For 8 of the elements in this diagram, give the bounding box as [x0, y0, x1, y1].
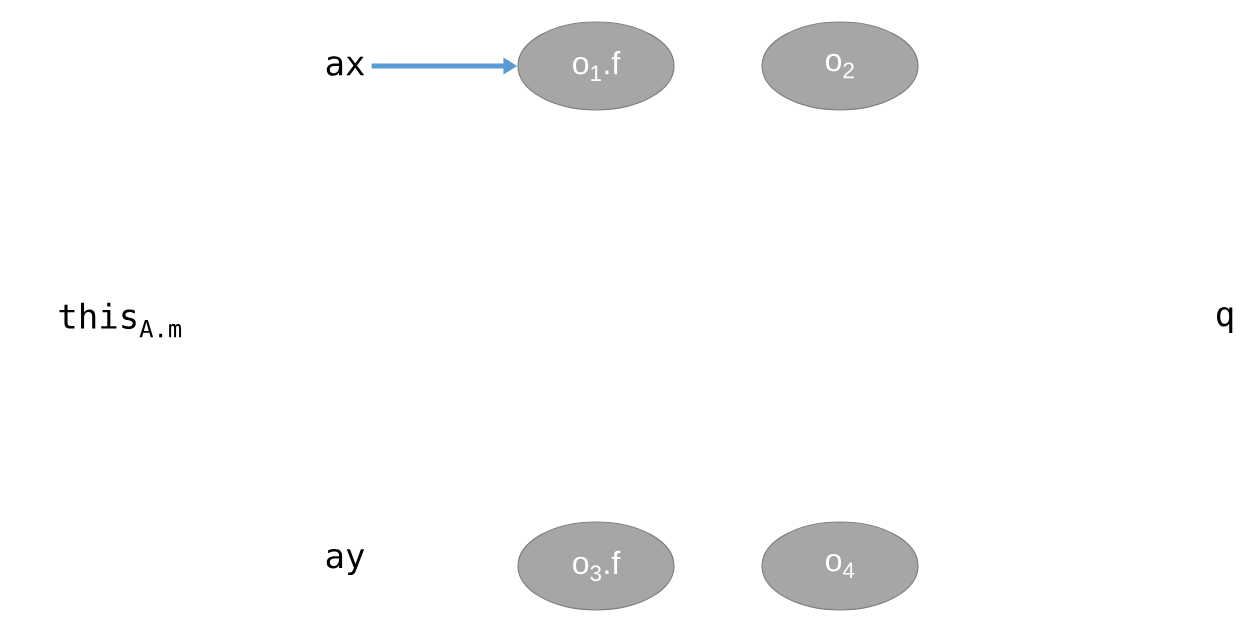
variable-label: q: [1217, 306, 1233, 334]
ellipse-node: o$_{1}$.f: [517, 21, 675, 111]
ellipse-node: o$_{3}$.f: [517, 521, 675, 611]
node-label: ax: [326, 56, 365, 76]
ellipse-node: o$_{2}$: [761, 21, 919, 111]
variable-label: this$_{A.m}$: [59, 302, 182, 338]
ellipse-node: o$_{4}$: [761, 521, 919, 611]
variable-label: ay: [326, 548, 365, 576]
